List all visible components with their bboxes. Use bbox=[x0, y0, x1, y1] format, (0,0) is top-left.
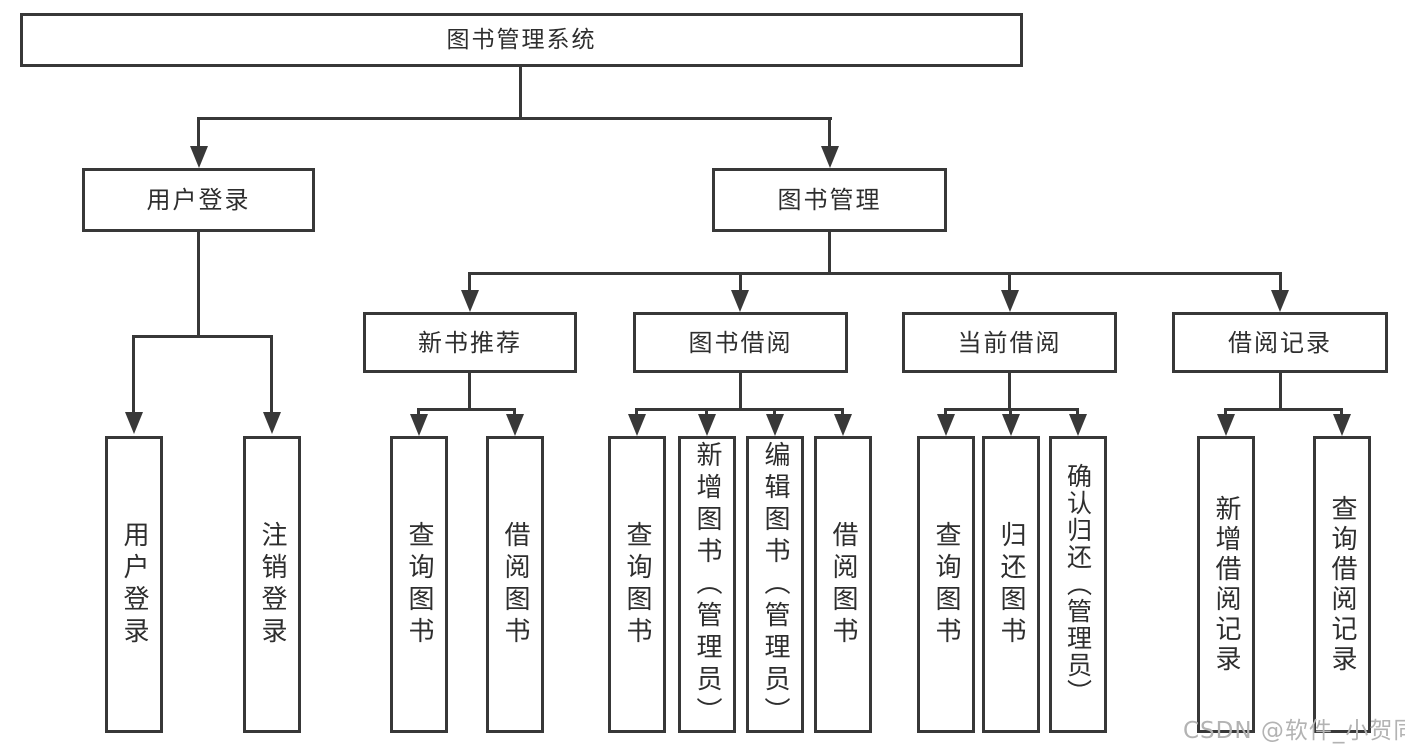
leaf-query-books-recommend-label: 查询图书 bbox=[404, 520, 434, 649]
connector-line bbox=[132, 335, 273, 338]
connector-line bbox=[739, 373, 742, 411]
arrow-down-icon bbox=[125, 412, 143, 434]
connector-line bbox=[1279, 272, 1282, 292]
leaf-logout-label: 注销登录 bbox=[257, 520, 287, 649]
connector-line bbox=[468, 373, 471, 411]
leaf-add-book-admin: 新增图书（管理员） bbox=[678, 436, 736, 733]
connector-line bbox=[635, 408, 844, 411]
leaf-query-borrow-record: 查询借阅记录 bbox=[1313, 436, 1371, 733]
connector-line bbox=[1008, 373, 1011, 411]
watermark: CSDN @软件_小贺同学 bbox=[1183, 718, 1405, 744]
arrow-down-icon bbox=[263, 412, 281, 434]
leaf-borrow-books-recommend: 借阅图书 bbox=[486, 436, 544, 733]
node-current-borrowing-label: 当前借阅 bbox=[957, 328, 1062, 357]
arrow-down-icon bbox=[821, 146, 839, 168]
leaf-logout: 注销登录 bbox=[243, 436, 301, 733]
leaf-confirm-return-admin-label: 确认归还（管理员） bbox=[1063, 463, 1093, 706]
connector-line bbox=[705, 408, 708, 416]
connector-line bbox=[773, 408, 776, 416]
node-user-login-label: 用户登录 bbox=[146, 186, 251, 214]
connector-line bbox=[1340, 408, 1343, 416]
node-book-management: 图书管理 bbox=[712, 168, 947, 232]
connector-line bbox=[828, 232, 831, 275]
leaf-query-books-recommend: 查询图书 bbox=[390, 436, 448, 733]
node-user-login: 用户登录 bbox=[82, 168, 315, 232]
connector-line bbox=[468, 272, 1282, 275]
arrow-down-icon bbox=[1001, 290, 1019, 312]
connector-line bbox=[1076, 408, 1079, 416]
arrow-down-icon bbox=[731, 290, 749, 312]
node-root: 图书管理系统 bbox=[20, 13, 1023, 67]
arrow-down-icon bbox=[410, 414, 428, 436]
leaf-return-books: 归还图书 bbox=[982, 436, 1040, 733]
arrow-down-icon bbox=[834, 414, 852, 436]
arrow-down-icon bbox=[937, 414, 955, 436]
leaf-edit-book-admin: 编辑图书（管理员） bbox=[746, 436, 804, 733]
leaf-add-borrow-record: 新增借阅记录 bbox=[1197, 436, 1255, 733]
connector-line bbox=[944, 408, 947, 416]
arrow-down-icon bbox=[1217, 414, 1235, 436]
leaf-user-login: 用户登录 bbox=[105, 436, 163, 733]
arrow-down-icon bbox=[461, 290, 479, 312]
arrow-down-icon bbox=[1069, 414, 1087, 436]
leaf-return-books-label: 归还图书 bbox=[996, 520, 1026, 649]
connector-line bbox=[739, 272, 742, 292]
connector-line bbox=[841, 408, 844, 416]
connector-line bbox=[132, 335, 135, 414]
arrow-down-icon bbox=[1271, 290, 1289, 312]
connector-line bbox=[513, 408, 516, 416]
node-borrowing-records-label: 借阅记录 bbox=[1228, 328, 1332, 357]
connector-line bbox=[197, 117, 832, 120]
leaf-confirm-return-admin: 确认归还（管理员） bbox=[1049, 436, 1107, 733]
leaf-edit-book-admin-label: 编辑图书（管理员） bbox=[760, 440, 790, 729]
leaf-borrow-books-borrowing-label: 借阅图书 bbox=[828, 520, 858, 649]
connector-line bbox=[1009, 408, 1012, 416]
connector-line bbox=[468, 272, 471, 292]
connector-line bbox=[1279, 373, 1282, 411]
connector-line bbox=[828, 117, 831, 148]
arrow-down-icon bbox=[766, 414, 784, 436]
connector-line bbox=[197, 232, 200, 338]
connector-line bbox=[417, 408, 420, 416]
connector-line bbox=[197, 117, 200, 148]
leaf-add-borrow-record-label: 新增借阅记录 bbox=[1211, 494, 1241, 675]
node-borrowing-records: 借阅记录 bbox=[1172, 312, 1388, 373]
leaf-query-books-borrowing: 查询图书 bbox=[608, 436, 666, 733]
connector-line bbox=[270, 335, 273, 414]
arrow-down-icon bbox=[506, 414, 524, 436]
connector-line bbox=[519, 67, 522, 120]
leaf-query-books-current: 查询图书 bbox=[917, 436, 975, 733]
node-current-borrowing: 当前借阅 bbox=[902, 312, 1117, 373]
arrow-down-icon bbox=[698, 414, 716, 436]
node-root-label: 图书管理系统 bbox=[446, 26, 597, 53]
connector-line bbox=[1224, 408, 1227, 416]
node-book-management-label: 图书管理 bbox=[777, 186, 882, 214]
node-book-borrowing: 图书借阅 bbox=[633, 312, 848, 373]
connector-line bbox=[417, 408, 516, 411]
leaf-query-borrow-record-label: 查询借阅记录 bbox=[1327, 494, 1357, 675]
arrow-down-icon bbox=[1333, 414, 1351, 436]
leaf-query-books-current-label: 查询图书 bbox=[931, 520, 961, 649]
arrow-down-icon bbox=[628, 414, 646, 436]
connector-line bbox=[1224, 408, 1343, 411]
leaf-query-books-borrowing-label: 查询图书 bbox=[622, 520, 652, 649]
node-new-book-recommendation: 新书推荐 bbox=[363, 312, 577, 373]
node-new-book-recommendation-label: 新书推荐 bbox=[418, 328, 522, 357]
arrow-down-icon bbox=[190, 146, 208, 168]
leaf-user-login-label: 用户登录 bbox=[119, 520, 149, 649]
connector-line bbox=[1008, 272, 1011, 292]
leaf-borrow-books-borrowing: 借阅图书 bbox=[814, 436, 872, 733]
arrow-down-icon bbox=[1002, 414, 1020, 436]
leaf-borrow-books-recommend-label: 借阅图书 bbox=[500, 520, 530, 649]
leaf-add-book-admin-label: 新增图书（管理员） bbox=[692, 440, 722, 729]
node-book-borrowing-label: 图书借阅 bbox=[688, 328, 793, 357]
connector-line bbox=[635, 408, 638, 416]
